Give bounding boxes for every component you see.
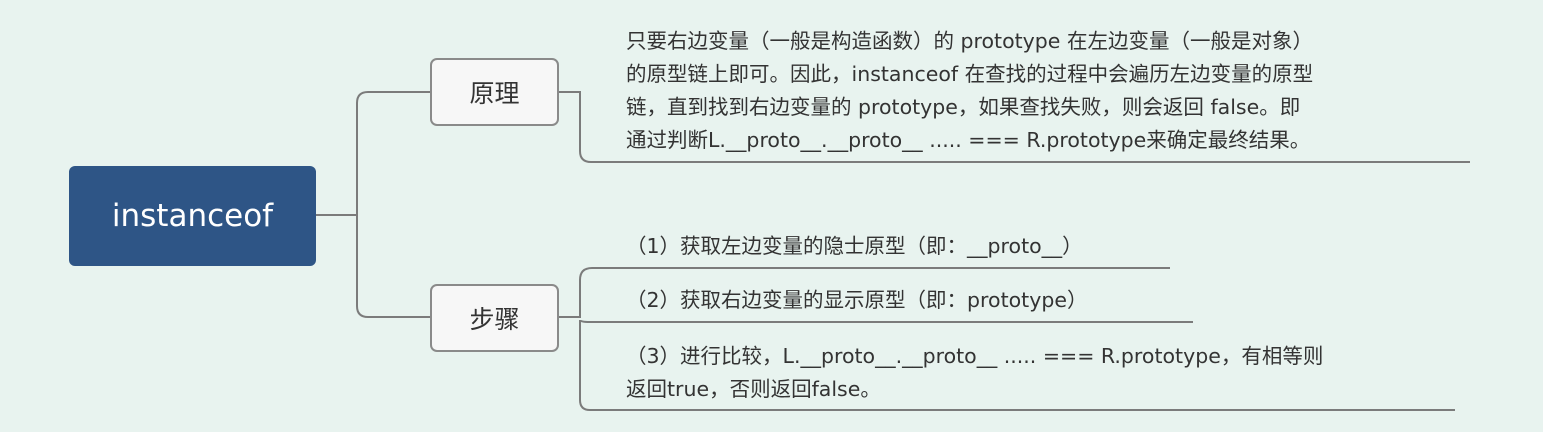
leaf-node-step-3[interactable]: （3）进行比较，L.__proto__.__proto__ ..... === … xyxy=(626,340,1323,406)
branch-node-label: 原理 xyxy=(469,79,520,108)
root-node[interactable]: instanceof xyxy=(69,166,316,266)
connector-step-3 xyxy=(579,320,1455,411)
leaf-text-line: 只要右边变量（一般是构造函数）的 prototype 在左边变量（一般是对象） xyxy=(626,29,1313,53)
leaf-node-step-1[interactable]: （1）获取左边变量的隐士原型（即：__proto__） xyxy=(626,230,1083,263)
leaf-text-line: （3）进行比较，L.__proto__.__proto__ ..... === … xyxy=(626,344,1324,368)
leaf-text-line: 通过判断L.__proto__.__proto__ ..... === R.pr… xyxy=(626,128,1311,152)
leaf-text-line: （2）获取右边变量的显示原型（即：prototype） xyxy=(626,288,1088,312)
leaf-text-line: 链，直到找到右边变量的 prototype，如果查找失败，则会返回 false。… xyxy=(626,95,1301,119)
leaf-node-principle[interactable]: 只要右边变量（一般是构造函数）的 prototype 在左边变量（一般是对象） … xyxy=(626,25,1313,157)
leaf-text-line: 返回true，否则返回false。 xyxy=(626,377,881,401)
branch-node-principle[interactable]: 原理 xyxy=(430,58,559,126)
leaf-text-line: 的原型链上即可。因此，instanceof 在查找的过程中会遍历左边变量的原型 xyxy=(626,62,1314,86)
connector-steps xyxy=(356,215,430,318)
connector-step-1 xyxy=(559,267,1170,318)
connector-principle xyxy=(356,91,430,215)
leaf-node-step-2[interactable]: （2）获取右边变量的显示原型（即：prototype） xyxy=(626,284,1087,317)
connector-step-2 xyxy=(579,319,1193,323)
connector-principle-leaf xyxy=(559,91,1470,163)
branch-node-label: 步骤 xyxy=(469,305,520,334)
branch-node-steps[interactable]: 步骤 xyxy=(430,284,559,352)
root-node-label: instanceof xyxy=(111,198,274,234)
leaf-text-line: （1）获取左边变量的隐士原型（即：__proto__） xyxy=(626,234,1083,258)
